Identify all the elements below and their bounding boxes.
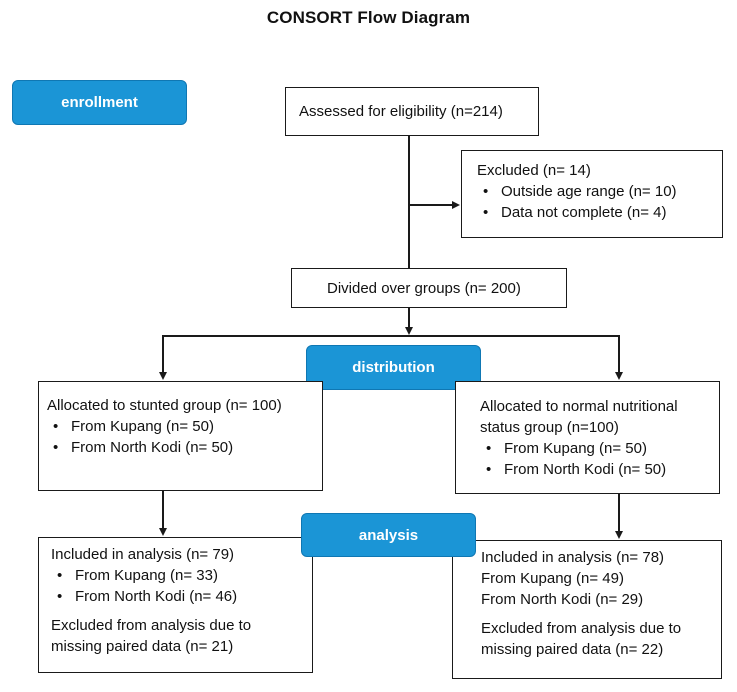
stunted-item-kupang: From Kupang (n= 50) <box>47 416 322 437</box>
assessed-box: Assessed for eligibility (n=214) <box>285 87 539 136</box>
connector-split-left <box>162 335 164 373</box>
arrow-to-stunted <box>159 372 167 380</box>
diagram-title: CONSORT Flow Diagram <box>266 8 471 27</box>
excluded-item-data: Data not complete (n= 4) <box>477 202 722 223</box>
arrow-divided-split <box>405 327 413 335</box>
normal-group-box: Allocated to normal nutritional status g… <box>455 381 720 494</box>
connector-split-right <box>618 335 620 373</box>
stunted-group-box: Allocated to stunted group (n= 100) From… <box>38 381 323 491</box>
arrow-to-excluded <box>452 201 460 209</box>
assessed-text: Assessed for eligibility (n=214) <box>299 103 503 120</box>
divided-box: Divided over groups (n= 200) <box>291 268 567 308</box>
connector-to-excluded <box>409 204 453 206</box>
normal-heading-2: status group (n=100) <box>480 419 619 436</box>
analysis-left-box: Included in analysis (n= 79) From Kupang… <box>38 537 313 673</box>
connector-divided-split <box>408 308 410 330</box>
analysis-left-northkodi: From North Kodi (n= 46) <box>51 586 312 607</box>
divided-text: Divided over groups (n= 200) <box>327 280 521 297</box>
analysis-left-included: Included in analysis (n= 79) <box>51 546 235 563</box>
connector-split-horizontal <box>162 335 620 337</box>
excluded-item-age: Outside age range (n= 10) <box>477 181 722 202</box>
analysis-left-kupang: From Kupang (n= 33) <box>51 565 312 586</box>
analysis-right-included: Included in analysis (n= 78) <box>481 549 665 566</box>
stage-enrollment: enrollment <box>12 80 187 125</box>
normal-item-northkodi: From North Kodi (n= 50) <box>480 459 719 480</box>
connector-normal-analysis <box>618 494 620 532</box>
stage-distribution: distribution <box>306 345 481 390</box>
normal-heading-1: Allocated to normal nutritional <box>480 398 678 415</box>
analysis-right-excluded-2: missing paired data (n= 22) <box>481 641 664 658</box>
excluded-box: Excluded (n= 14) Outside age range (n= 1… <box>461 150 723 238</box>
analysis-right-kupang: From Kupang (n= 49) <box>481 570 624 587</box>
normal-item-kupang: From Kupang (n= 50) <box>480 438 719 459</box>
analysis-left-excluded-1: Excluded from analysis due to <box>51 617 252 634</box>
stage-analysis: analysis <box>301 513 476 557</box>
arrow-to-analysis-right <box>615 531 623 539</box>
connector-stunted-analysis <box>162 491 164 529</box>
analysis-right-box: Included in analysis (n= 78) From Kupang… <box>452 540 722 679</box>
analysis-right-excluded-1: Excluded from analysis due to <box>481 620 682 637</box>
analysis-left-excluded-2: missing paired data (n= 21) <box>51 638 234 655</box>
arrow-to-analysis-left <box>159 528 167 536</box>
excluded-heading: Excluded (n= 14) <box>477 162 591 179</box>
stunted-item-northkodi: From North Kodi (n= 50) <box>47 437 322 458</box>
analysis-right-northkodi: From North Kodi (n= 29) <box>481 591 644 608</box>
stunted-heading: Allocated to stunted group (n= 100) <box>47 397 282 414</box>
connector-assessed-divided <box>408 136 410 268</box>
arrow-to-normal <box>615 372 623 380</box>
